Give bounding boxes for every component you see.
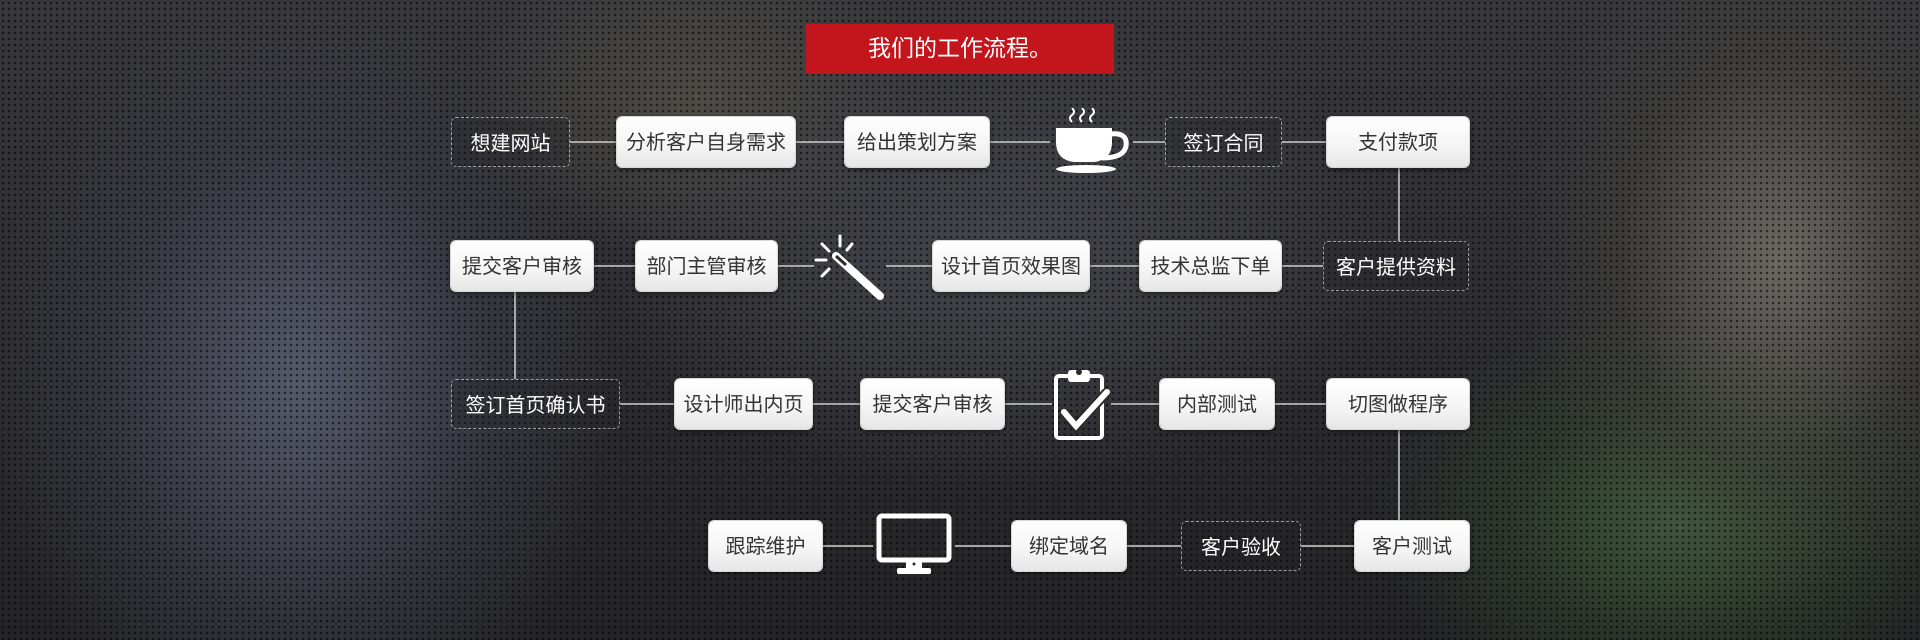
step-want-website: 想建网站 — [451, 117, 570, 167]
step-sign-contract: 签订合同 — [1165, 117, 1282, 167]
step-sign-homepage-confirmation: 签订首页确认书 — [451, 379, 620, 429]
step-design-homepage: 设计首页效果图 — [933, 241, 1089, 291]
step-client-provides-materials: 客户提供资料 — [1323, 241, 1469, 291]
step-dept-head-review: 部门主管审核 — [636, 241, 777, 291]
step-submit-client-review-2: 提交客户审核 — [861, 379, 1004, 429]
step-internal-testing: 内部测试 — [1160, 379, 1274, 429]
step-client-acceptance: 客户验收 — [1181, 521, 1301, 571]
step-client-testing: 客户测试 — [1355, 521, 1469, 571]
step-payment: 支付款项 — [1327, 117, 1469, 167]
step-tech-director-order: 技术总监下单 — [1140, 241, 1281, 291]
step-designer-inner-pages: 设计师出内页 — [675, 379, 812, 429]
monitor-icon — [876, 513, 952, 574]
coffee-cup-icon — [1056, 108, 1129, 173]
step-bind-domain: 绑定域名 — [1012, 521, 1126, 571]
clipboard-check-icon — [1054, 369, 1111, 440]
page-title: 我们的工作流程。 — [806, 24, 1114, 74]
step-planning-proposal: 给出策划方案 — [845, 117, 989, 167]
step-analyze-needs: 分析客户自身需求 — [617, 117, 795, 167]
step-maintenance: 跟踪维护 — [709, 521, 822, 571]
step-slicing-programming: 切图做程序 — [1327, 379, 1469, 429]
step-submit-client-review: 提交客户审核 — [451, 241, 593, 291]
magic-wand-icon — [814, 234, 884, 300]
